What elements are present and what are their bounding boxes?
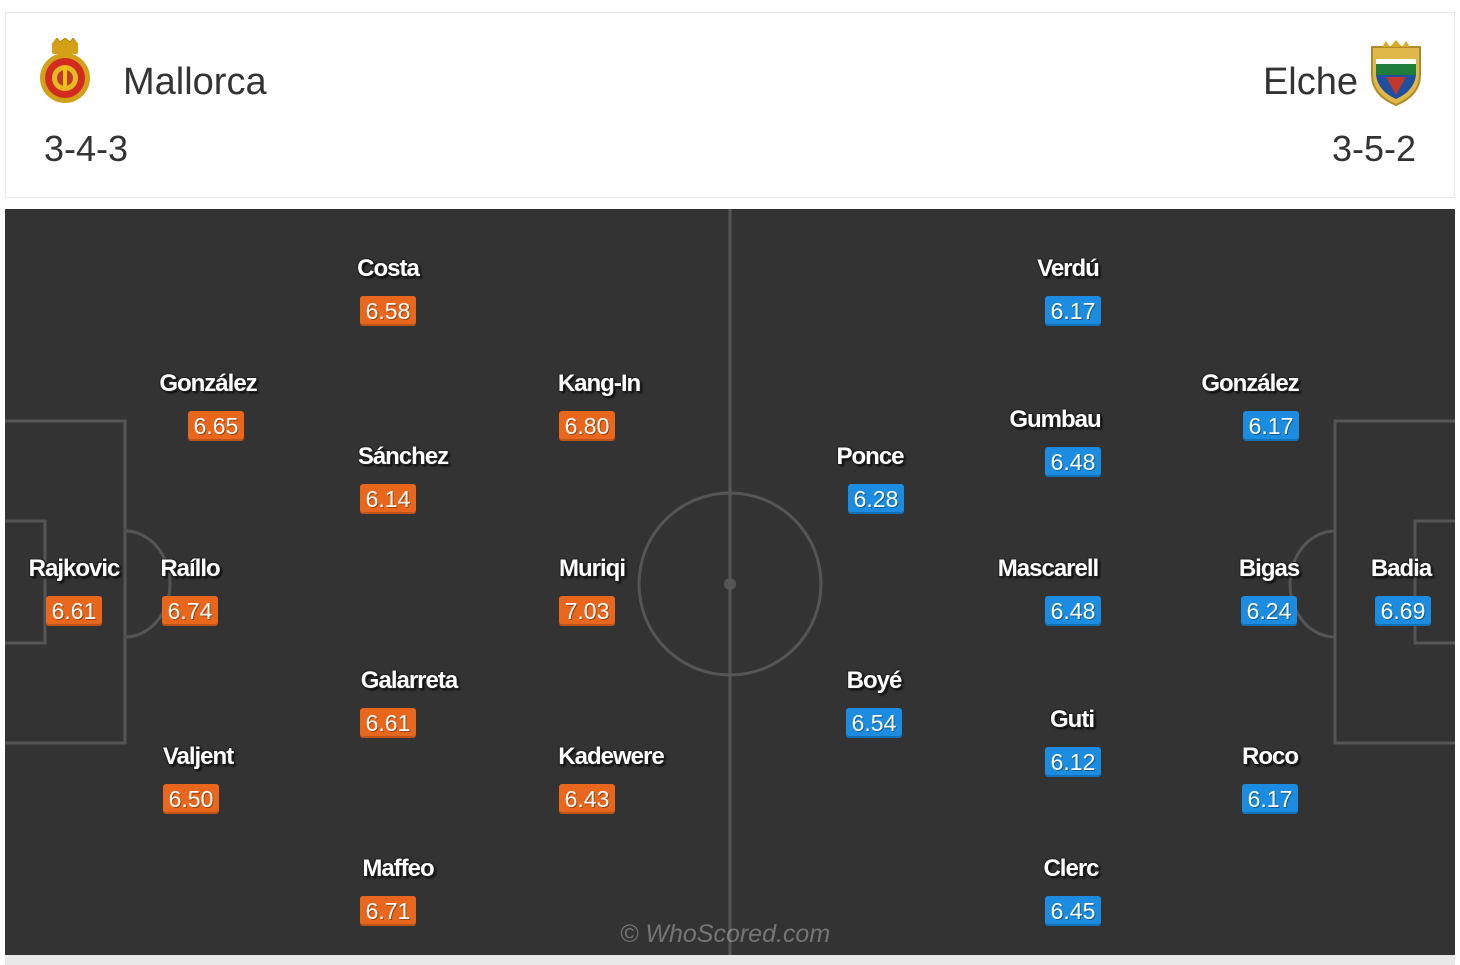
- player-name: Raíllo: [160, 555, 220, 582]
- player-rating: 6.12: [1045, 747, 1101, 777]
- player-rating: 6.24: [1241, 596, 1297, 626]
- player-name: Clerc: [1043, 855, 1099, 882]
- player-rating: 6.17: [1045, 296, 1101, 326]
- player-rating: 6.48: [1045, 447, 1101, 477]
- player-name: Valjent: [162, 743, 234, 770]
- away-formation: 3-5-2: [1331, 128, 1416, 169]
- player-rating: 7.03: [559, 596, 615, 626]
- player-rating: 6.71: [360, 896, 416, 926]
- mallorca-crest-icon: [40, 38, 90, 103]
- player-name: Bigas: [1238, 555, 1300, 582]
- player-rating: 6.54: [846, 708, 902, 738]
- player-rating: 6.43: [559, 784, 615, 814]
- player-name: Muriqi: [559, 555, 626, 582]
- player-name: Ponce: [836, 443, 904, 470]
- player-rating: 6.65: [188, 411, 244, 441]
- player-rating: 6.58: [360, 296, 416, 326]
- bottom-strip: [5, 955, 1455, 965]
- player-name: Roco: [1242, 743, 1299, 770]
- player-name: González: [1201, 370, 1299, 397]
- player-name: Sánchez: [357, 443, 449, 470]
- elche-crest-icon: [1371, 40, 1421, 107]
- player-rating: 6.17: [1243, 411, 1299, 441]
- player-name: Mascarell: [997, 555, 1099, 582]
- player-rating: 6.61: [46, 596, 102, 626]
- player-name: Costa: [357, 255, 420, 282]
- player-name: Maffeo: [362, 855, 434, 882]
- player-rating: 6.14: [360, 484, 416, 514]
- player-rating: 6.74: [162, 596, 218, 626]
- player-rating: 6.61: [360, 708, 416, 738]
- player-rating: 6.50: [163, 784, 219, 814]
- home-team-name[interactable]: Mallorca: [123, 61, 267, 103]
- player-rating: 6.28: [848, 484, 904, 514]
- player-name: Badia: [1370, 555, 1432, 582]
- watermark: © WhoScored.com: [620, 920, 831, 948]
- player-name: Boyé: [846, 667, 903, 694]
- player-name: Galarreta: [360, 667, 458, 694]
- pitch: Rajkovic 6.61 González 6.65 Raíllo 6.74 …: [5, 209, 1455, 959]
- player-rating: 6.45: [1045, 896, 1101, 926]
- player-name: Verdú: [1037, 255, 1100, 282]
- pitch-markings: [5, 209, 1455, 959]
- player-name: Guti: [1050, 706, 1095, 733]
- away-team-name[interactable]: Elche: [1262, 61, 1358, 103]
- home-formation: 3-4-3: [44, 128, 129, 169]
- player-name: Kadewere: [558, 743, 664, 770]
- player-rating: 6.17: [1242, 784, 1298, 814]
- player-name: Kang-In: [557, 370, 641, 397]
- match-header: Mallorca 3-4-3 Elche 3-5-2: [5, 12, 1455, 198]
- player-rating: 6.69: [1375, 596, 1431, 626]
- player-rating: 6.80: [559, 411, 615, 441]
- player-name: Gumbau: [1009, 406, 1101, 433]
- player-rating: 6.48: [1045, 596, 1101, 626]
- player-name: Rajkovic: [28, 555, 121, 582]
- player-name: González: [159, 370, 257, 397]
